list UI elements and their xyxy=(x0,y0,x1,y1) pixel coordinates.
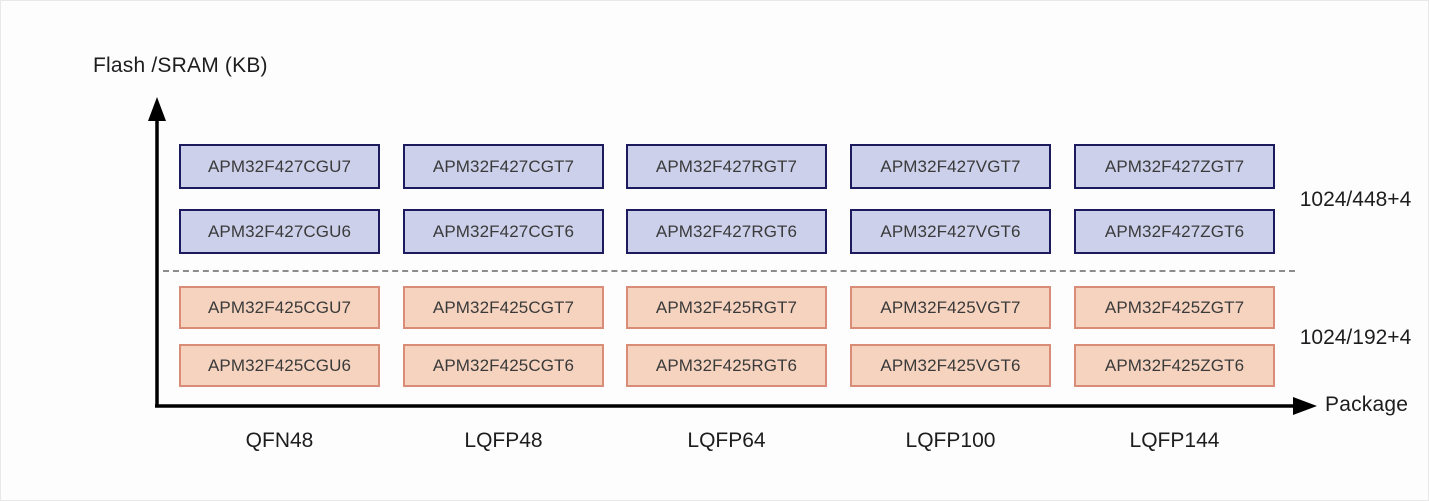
part-chip[interactable]: APM32F427ZGT6 xyxy=(1074,209,1275,254)
part-chip[interactable]: APM32F427RGT7 xyxy=(626,144,827,189)
part-chip[interactable]: APM32F425ZGT7 xyxy=(1074,286,1275,329)
y-axis-title: Flash /SRAM (KB) xyxy=(93,54,268,77)
part-chip[interactable]: APM32F427ZGT7 xyxy=(1074,144,1275,189)
part-chip[interactable]: APM32F425VGT6 xyxy=(850,344,1051,387)
part-chip[interactable]: APM32F427VGT7 xyxy=(850,144,1051,189)
part-chip[interactable]: APM32F425CGT7 xyxy=(403,286,604,329)
part-chip[interactable]: APM32F425CGT6 xyxy=(403,344,604,387)
y-tick-label-0: 1024/448+4 xyxy=(1299,188,1412,211)
part-chip[interactable]: APM32F427CGT7 xyxy=(403,144,604,189)
x-axis-title: Package xyxy=(1325,393,1409,416)
part-chip[interactable]: APM32F427CGT6 xyxy=(403,209,604,254)
x-tick-label: LQFP64 xyxy=(687,429,766,452)
part-chip[interactable]: APM32F427RGT6 xyxy=(626,209,827,254)
x-tick-label: LQFP100 xyxy=(905,429,996,452)
x-tick-label: QFN48 xyxy=(245,429,314,452)
part-chip[interactable]: APM32F425RGT6 xyxy=(626,344,827,387)
part-chip[interactable]: APM32F425VGT7 xyxy=(850,286,1051,329)
part-chip[interactable]: APM32F425RGT7 xyxy=(626,286,827,329)
x-tick-label: LQFP48 xyxy=(464,429,543,452)
part-chip[interactable]: APM32F427VGT6 xyxy=(850,209,1051,254)
memory-band-divider xyxy=(163,270,1295,272)
x-tick-label: LQFP144 xyxy=(1129,429,1220,452)
part-chip[interactable]: APM32F425CGU6 xyxy=(179,344,380,387)
y-tick-label-1: 1024/192+4 xyxy=(1299,326,1412,349)
part-chip[interactable]: APM32F425CGU7 xyxy=(179,286,380,329)
part-chip[interactable]: APM32F427CGU7 xyxy=(179,144,380,189)
part-chip[interactable]: APM32F425ZGT6 xyxy=(1074,344,1275,387)
part-chip[interactable]: APM32F427CGU6 xyxy=(179,209,380,254)
